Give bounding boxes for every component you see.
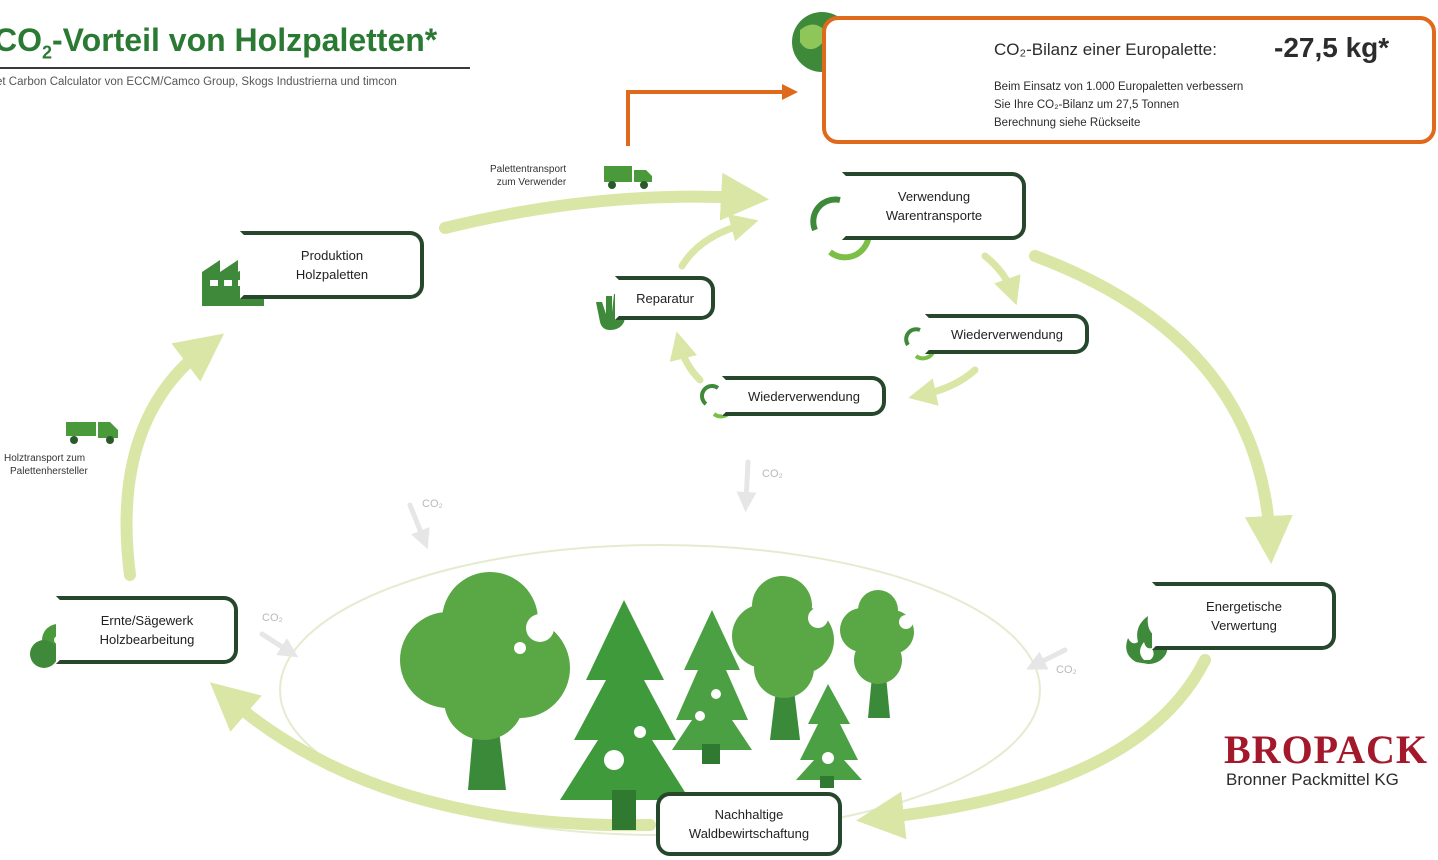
co2-bilanz-box: CO₂-Bilanz einer Europalette: -27,5 kg* …	[822, 16, 1436, 144]
co2-label: CO₂	[762, 468, 783, 480]
holztransport-label: Holztransport zum Palettenhersteller	[4, 453, 88, 477]
co2-label: CO₂	[262, 612, 283, 624]
co2-arrow-3	[259, 631, 299, 658]
tree-icon	[672, 610, 752, 764]
co2-arrow-1	[407, 502, 430, 550]
arrow-produktion-verwendung	[439, 172, 769, 234]
co2-arrow-4	[1026, 647, 1068, 670]
palettentransport-label: Palettentransport zum Verwender	[490, 164, 567, 188]
node-reparatur: Reparatur	[615, 276, 715, 320]
tree-icon	[732, 576, 834, 740]
tree-icon	[560, 600, 690, 830]
bilanz-description: Beim Einsatz von 1.000 Europaletten verb…	[994, 81, 1244, 129]
truck-icon	[604, 166, 652, 189]
arrow-ernte-produktion	[120, 333, 225, 581]
bilanz-connector-arrow	[626, 84, 798, 146]
arrow-energetisch-nachhaltig	[856, 654, 1211, 840]
arrow-verwendung-energetisch	[1029, 250, 1293, 564]
tree-icon	[796, 684, 862, 788]
brand-company: Bronner Packmittel KG	[1226, 770, 1399, 789]
title-divider	[0, 67, 470, 69]
node-wiederverwendung-1: Wiederverwendung	[925, 314, 1089, 354]
co2-label: CO₂	[1056, 664, 1077, 676]
page-subtitle: et Carbon Calculator von ECCM/Camco Grou…	[0, 76, 397, 88]
co2-arrow-2	[736, 459, 757, 512]
tree-icon	[400, 572, 570, 790]
bilanz-value: -27,5 kg*	[1274, 32, 1390, 63]
truck-icon	[66, 422, 118, 444]
arrow-verwendung-wiederverwendung1	[981, 252, 1021, 306]
arrow-nachhaltig-ernte	[209, 682, 656, 832]
hand-icon	[596, 294, 629, 330]
fire-icon	[1126, 616, 1168, 664]
arrow-wiederverwendung2-reparatur	[669, 331, 704, 384]
node-wiederverwendung-2: Wiederverwendung	[722, 376, 886, 416]
brand-logo: BROPACK	[1224, 727, 1429, 772]
arrow-reparatur-verwendung	[678, 214, 759, 270]
page-title: CO2-Vorteil von Holzpaletten*	[0, 22, 438, 63]
arrow-wiederverwendung1-wiederverwendung2	[908, 366, 979, 406]
tree-icon	[840, 590, 914, 718]
bilanz-heading: CO₂-Bilanz einer Europalette:	[994, 40, 1217, 59]
co2-label: CO₂	[422, 498, 443, 510]
